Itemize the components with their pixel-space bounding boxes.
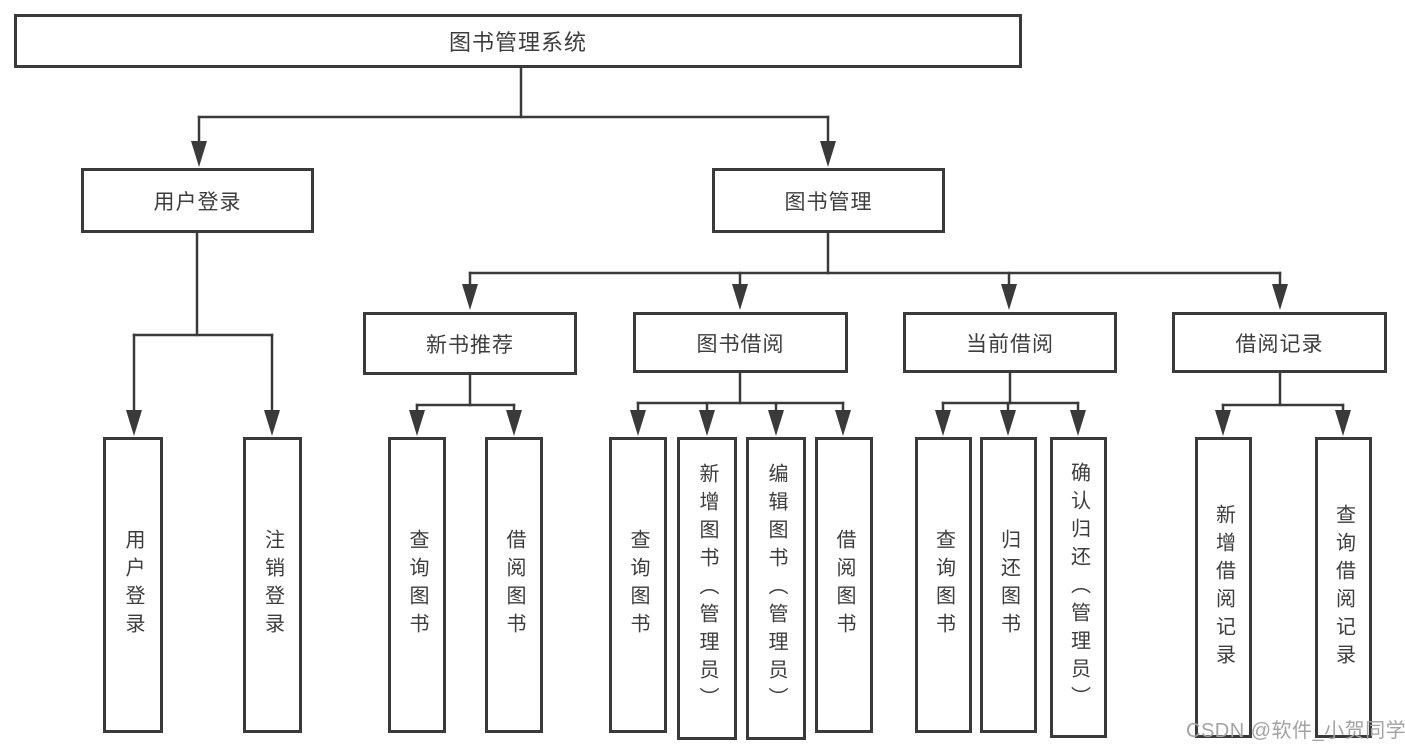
- leaf-return-books: 归还图书: [980, 437, 1037, 733]
- node-label: 用户登录: [153, 190, 242, 214]
- node-label: 新增图书（管理员）: [696, 462, 718, 715]
- leaf-edit-books-admin: 编辑图书（管理员）: [746, 437, 806, 740]
- node-label: 借阅记录: [1235, 332, 1324, 356]
- csdn-watermark: CSDN @软件_小贺同学: [1186, 720, 1405, 742]
- node-label: 图书管理系统: [448, 30, 587, 55]
- leaf-add-books-admin: 新增图书（管理员）: [677, 437, 737, 740]
- node-label: 查询图书: [627, 529, 649, 641]
- node-label: 查询借阅记录: [1332, 503, 1355, 672]
- node-book-management: 图书管理: [712, 168, 945, 233]
- leaf-confirm-return-admin: 确认归还（管理员）: [1050, 437, 1107, 738]
- node-label: 图书借阅: [696, 332, 785, 356]
- leaf-query-books-recommend: 查询图书: [388, 437, 446, 733]
- leaf-borrow-books: 借阅图书: [815, 437, 873, 733]
- node-label: 当前借阅: [966, 332, 1054, 356]
- node-label: 借阅图书: [503, 529, 525, 641]
- leaf-query-borrow-record: 查询借阅记录: [1315, 437, 1372, 738]
- node-label: 查询图书: [932, 529, 955, 641]
- node-user-login: 用户登录: [81, 168, 314, 233]
- node-label: 注销登录: [261, 529, 284, 641]
- node-borrowing-records: 借阅记录: [1172, 312, 1387, 373]
- leaf-add-borrow-record: 新增借阅记录: [1195, 437, 1252, 738]
- node-label: 新书推荐: [426, 333, 514, 357]
- node-current-borrowing: 当前借阅: [903, 312, 1117, 373]
- node-new-book-recommendation: 新书推荐: [363, 312, 577, 375]
- leaf-query-books-borrow: 查询图书: [609, 437, 667, 733]
- leaf-borrow-books-recommend: 借阅图书: [485, 437, 543, 733]
- leaf-query-books-current: 查询图书: [915, 437, 972, 733]
- node-label: 确认归还（管理员）: [1067, 461, 1090, 714]
- node-label: 编辑图书（管理员）: [765, 462, 787, 715]
- node-library-management-system: 图书管理系统: [14, 14, 1022, 68]
- node-label: 借阅图书: [833, 529, 855, 641]
- node-label: 新增借阅记录: [1212, 503, 1235, 672]
- leaf-logout: 注销登录: [243, 437, 302, 733]
- node-book-borrowing: 图书借阅: [633, 312, 848, 373]
- node-label: 查询图书: [406, 529, 428, 641]
- node-label: 归还图书: [997, 529, 1020, 641]
- node-label: 用户登录: [122, 529, 144, 641]
- node-label: 图书管理: [784, 190, 873, 214]
- leaf-user-login: 用户登录: [103, 437, 163, 733]
